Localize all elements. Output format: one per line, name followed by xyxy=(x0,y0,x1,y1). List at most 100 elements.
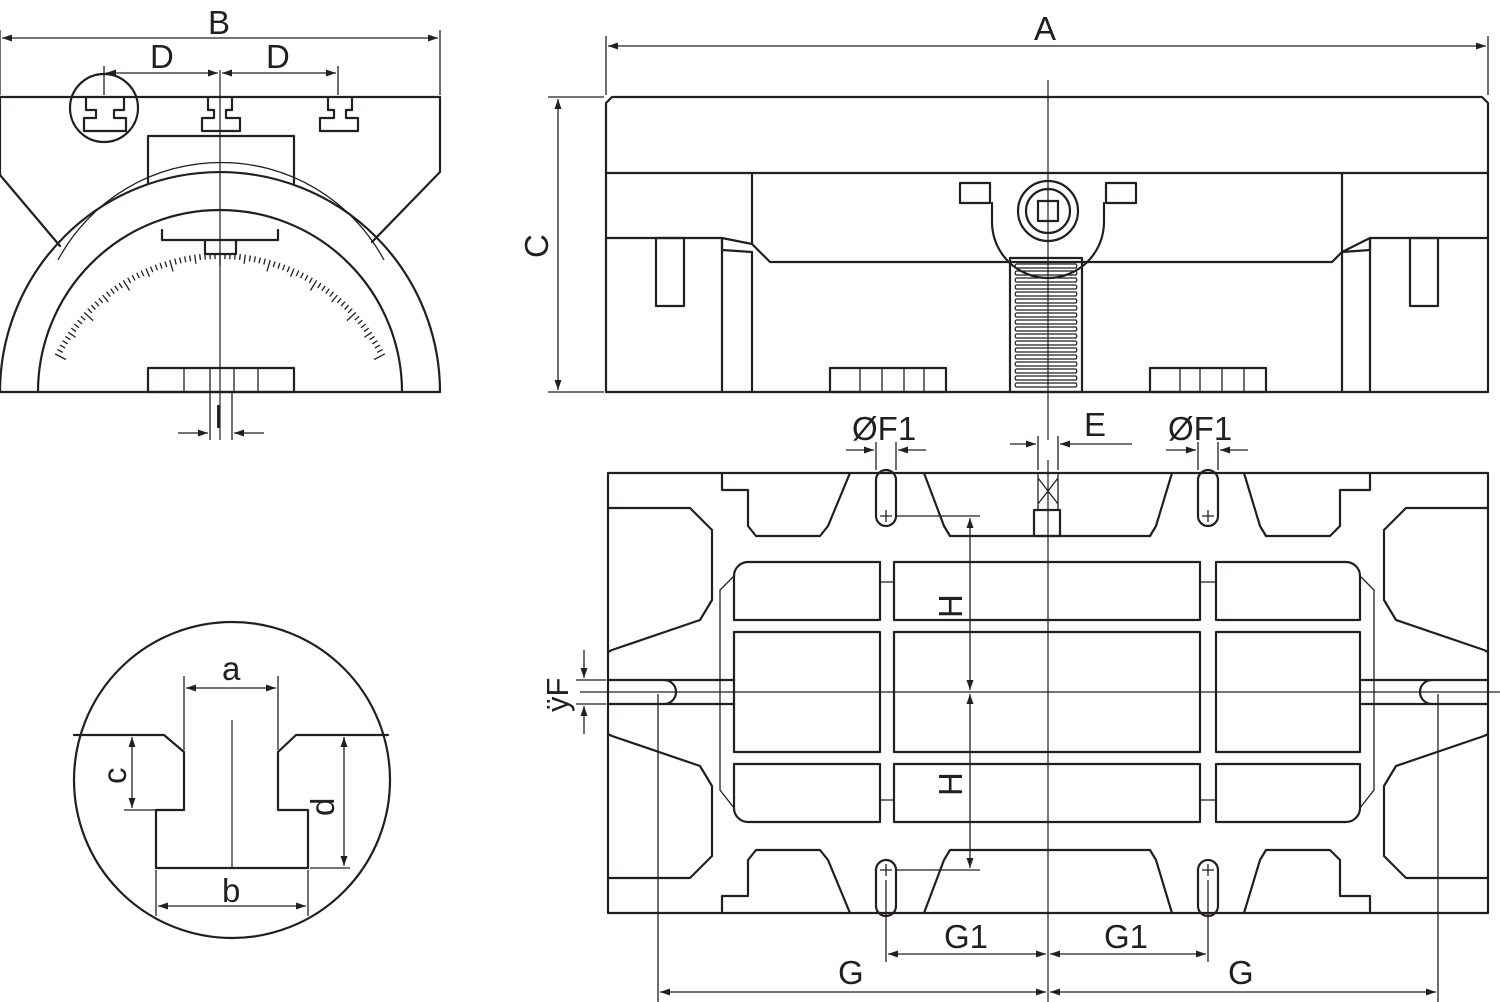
worm-thread xyxy=(1014,305,1078,311)
scale-tick xyxy=(164,261,168,268)
dim-label-g-left: G xyxy=(838,954,864,991)
scale-tick xyxy=(325,288,330,294)
side-slot-right xyxy=(1408,236,1440,308)
scale-tick xyxy=(238,254,241,261)
dim-label-a-detail: a xyxy=(222,650,241,687)
scale-tick xyxy=(369,335,375,341)
dim-label-f1-right: ØF1 xyxy=(1168,410,1232,447)
dim-label-d-left: D xyxy=(150,38,174,75)
scale-tick xyxy=(354,315,360,321)
side-view xyxy=(604,80,1490,440)
scale-tick xyxy=(308,277,313,284)
dim-label-g1-right: G1 xyxy=(1104,918,1148,955)
end-view-left-shoulder xyxy=(0,95,62,248)
scale-tick xyxy=(248,255,252,262)
worm-thread xyxy=(1014,284,1078,290)
dim-label-i: I xyxy=(214,398,223,435)
scale-tick xyxy=(304,274,309,281)
scale-tick xyxy=(83,311,94,322)
scale-tick xyxy=(127,277,132,284)
scale-tick xyxy=(357,319,363,325)
plan-slot-bottom-left xyxy=(874,858,898,918)
side-view-recess xyxy=(750,171,1344,264)
scale-tick xyxy=(178,257,182,264)
worm-thread xyxy=(1014,333,1078,339)
worm-thread xyxy=(1014,354,1078,360)
scale-tick xyxy=(253,256,257,263)
scale-tick xyxy=(145,268,151,278)
worm-threads xyxy=(1014,263,1078,388)
scale-ticks xyxy=(54,253,386,361)
side-key-left xyxy=(828,366,948,394)
scale-tick xyxy=(174,258,177,265)
scale-tick xyxy=(363,327,370,333)
scale-tick xyxy=(373,353,386,361)
scale-tick xyxy=(286,266,291,273)
detail-circle xyxy=(72,620,392,940)
side-view-outline xyxy=(604,95,1490,394)
scale-tick xyxy=(98,297,104,304)
scale-tick xyxy=(344,304,350,310)
dim-label-a: A xyxy=(1034,10,1056,47)
plan-left-profile xyxy=(606,506,714,654)
scale-tick xyxy=(136,272,140,279)
scale-tick xyxy=(281,264,286,271)
worm-thread xyxy=(1014,368,1078,374)
base-key-dividers xyxy=(183,368,259,392)
dim-label-h-upper: H xyxy=(932,594,969,618)
plan-center-key xyxy=(1032,508,1062,538)
end-view xyxy=(0,70,442,440)
scale-tick xyxy=(263,258,266,265)
scale-tick xyxy=(183,256,187,263)
worm-thread xyxy=(1014,263,1078,269)
side-key-right xyxy=(1148,366,1268,394)
dim-label-b-detail: b xyxy=(222,872,240,909)
scale-tick xyxy=(321,285,326,292)
scale-tick xyxy=(347,308,353,314)
scale-tick xyxy=(90,304,96,310)
center-block xyxy=(146,134,296,185)
scale-tick xyxy=(331,294,338,303)
scale-tick xyxy=(194,254,197,264)
scale-tick xyxy=(346,311,357,322)
dim-label-g-right: G xyxy=(1228,954,1254,991)
plan-view-dimensions: H H ÿF G1 G1 G G xyxy=(540,515,1439,1002)
scale-tick xyxy=(62,340,69,345)
scale-tick xyxy=(295,270,300,277)
dim-label-f: ÿF xyxy=(540,678,575,712)
scale-tick xyxy=(149,266,154,273)
scale-tick xyxy=(289,268,295,278)
worm-thread xyxy=(1014,382,1078,388)
scale-tick xyxy=(364,331,373,338)
scale-tick xyxy=(54,353,67,361)
worm-thread xyxy=(1014,291,1078,297)
scale-tick xyxy=(374,344,381,349)
scale-tick xyxy=(106,291,111,297)
scale-tick xyxy=(80,315,86,321)
worm-thread xyxy=(1014,277,1078,283)
scale-tick xyxy=(118,282,123,289)
scale-tick xyxy=(376,348,383,353)
worm-thread xyxy=(1014,298,1078,304)
dim-label-d-detail: d xyxy=(304,798,341,816)
worm-thread xyxy=(1014,340,1078,346)
base-key-strip xyxy=(146,366,296,394)
plan-view xyxy=(580,460,1500,1002)
scale-tick xyxy=(59,344,66,349)
scale-tick xyxy=(57,348,64,353)
scale-tick xyxy=(114,285,119,292)
t-slot-center xyxy=(200,95,242,133)
scale-tick xyxy=(154,264,159,271)
scale-tick xyxy=(371,340,378,345)
scale-tick xyxy=(272,261,276,268)
side-view-dimensions: A C ØF1 ØF1 E xyxy=(518,10,1489,470)
worm-thread xyxy=(1014,326,1078,332)
scale-tick xyxy=(243,254,246,264)
plan-slot-top-right xyxy=(1196,468,1220,528)
scale-tick xyxy=(309,279,318,291)
side-slot-left xyxy=(654,236,686,308)
clamp-right xyxy=(1104,181,1138,205)
worm-thread xyxy=(1014,361,1078,367)
scale-tick xyxy=(277,262,281,269)
